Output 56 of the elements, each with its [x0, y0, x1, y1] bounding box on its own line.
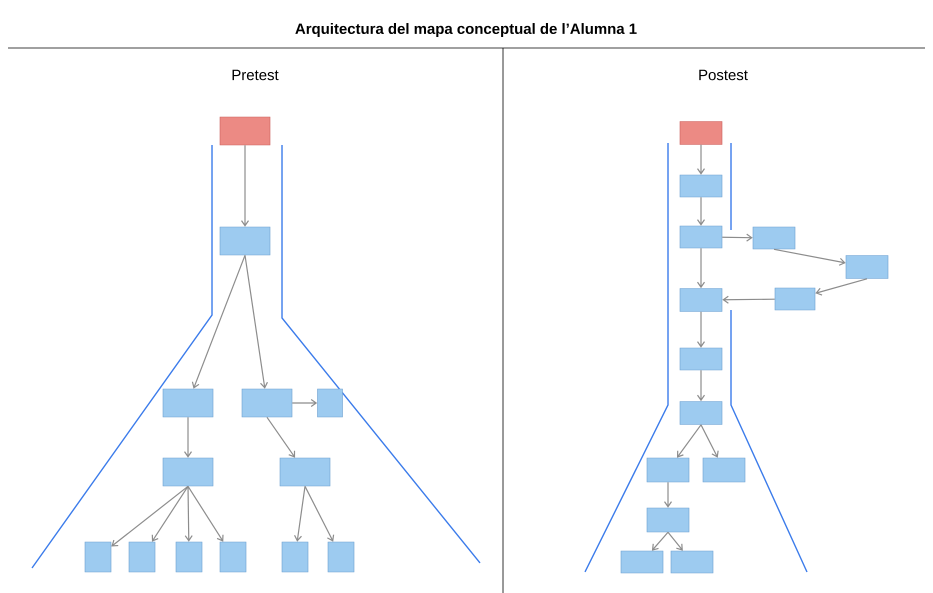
concept-box: [162, 458, 214, 486]
arrow: [668, 532, 683, 551]
column-heading: Postest: [699, 70, 748, 80]
concept-box: [774, 288, 816, 310]
arrow: [111, 486, 188, 547]
concept-box: [620, 550, 664, 574]
concept-box: [128, 542, 156, 572]
concept-box: [846, 255, 888, 279]
arrow: [664, 482, 672, 508]
concept-box: [646, 508, 690, 532]
arrow: [676, 424, 702, 458]
concept-box: [670, 550, 714, 574]
arrow: [697, 144, 705, 175]
arrow: [697, 197, 705, 226]
arrow: [815, 278, 868, 296]
concept-box: [752, 226, 796, 250]
concept-box: [317, 388, 343, 418]
concept-box: [680, 401, 722, 425]
arrow: [152, 486, 189, 542]
concept-box: [162, 388, 214, 418]
concept-box: [680, 288, 722, 312]
title: Arquitectura del mapa conceptual de l’Alumna 1: [295, 23, 637, 37]
concept-box: [242, 388, 292, 418]
arrow: [774, 248, 846, 266]
arrow: [192, 255, 246, 389]
arrow: [244, 255, 268, 389]
arrow: [184, 417, 192, 458]
arrow: [292, 399, 318, 407]
arrow: [652, 532, 668, 551]
concept-box: [280, 458, 330, 486]
concept-box: [680, 348, 722, 370]
concept-box: [176, 542, 202, 572]
arrow: [304, 486, 334, 542]
concept-box: [646, 458, 690, 482]
arrow: [697, 370, 705, 402]
concept-box: [220, 542, 246, 572]
concept-box: [282, 542, 308, 572]
concept-box: [328, 542, 354, 572]
arrow: [294, 486, 306, 542]
arrow: [722, 234, 753, 242]
arrow: [697, 248, 705, 288]
start-box: [220, 116, 270, 146]
concept-box: [680, 226, 722, 248]
arrow: [722, 296, 775, 304]
concept-box: [84, 542, 112, 572]
arrow: [700, 424, 719, 458]
column-heading: Pretest: [232, 70, 279, 80]
concept-box: [220, 226, 270, 256]
arrow: [241, 145, 249, 227]
concept-box: [702, 458, 746, 482]
arrow: [188, 486, 224, 542]
concept-box: [680, 174, 722, 198]
arrow: [266, 416, 296, 458]
start-box: [680, 121, 722, 145]
arrow: [184, 486, 193, 542]
arrow: [697, 312, 705, 348]
